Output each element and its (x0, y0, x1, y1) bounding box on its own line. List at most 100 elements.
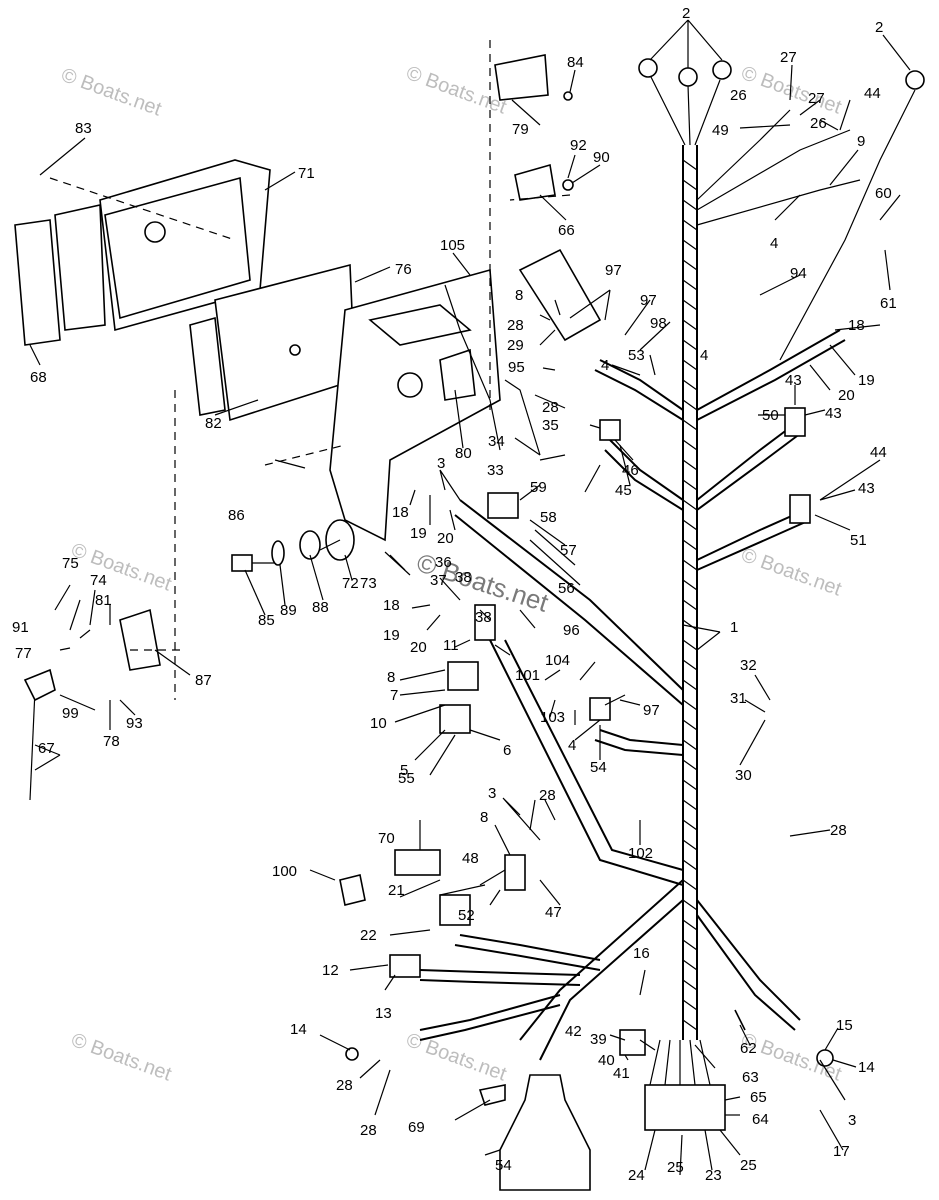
part-labels: 1 2 2 3 3 3 4 4 4 4 5 6 7 8 8 8 9 10 11 … (12, 5, 897, 1184)
part-label: 60 (875, 185, 892, 202)
part-label: 8 (480, 809, 488, 826)
part-label: 52 (458, 907, 475, 924)
part-label: 13 (375, 1005, 392, 1022)
switch-67 (514, 163, 574, 201)
part-label: 38 (455, 569, 472, 586)
part-label: 21 (388, 882, 405, 899)
part-label: 98 (650, 315, 667, 332)
part-label: 61 (880, 295, 897, 312)
part-label: 8 (387, 669, 395, 686)
part-label: 1 (730, 619, 738, 636)
part-label: 49 (712, 122, 729, 139)
part-label: 39 (590, 1031, 607, 1048)
part-label: 64 (752, 1111, 769, 1128)
part-label: 4 (770, 235, 778, 252)
part-label: 89 (280, 602, 297, 619)
watermark: © Boats.net (68, 539, 174, 596)
part-label: 80 (455, 445, 472, 462)
part-label: 99 (62, 705, 79, 722)
part-label: 78 (103, 733, 120, 750)
part-label: 79 (512, 121, 529, 138)
part-label: 84 (567, 54, 584, 71)
part-label: 30 (735, 767, 752, 784)
watermark: © Boats.net (68, 1029, 174, 1086)
misc-connectors (339, 407, 834, 1106)
relay-81 (494, 54, 573, 101)
part-label: 7 (390, 687, 398, 704)
part-label: 18 (392, 504, 409, 521)
part-label: 28 (542, 399, 559, 416)
part-label: 103 (540, 709, 565, 726)
part-label: 11 (443, 637, 459, 654)
part-label: 40 (598, 1052, 615, 1069)
dashed-guides (49, 40, 571, 700)
part-label: 62 (740, 1040, 757, 1057)
coil-98 (518, 248, 602, 342)
part-label: 76 (395, 261, 412, 278)
part-label: 4 (601, 357, 609, 374)
part-label: 54 (495, 1157, 512, 1174)
part-label: 94 (790, 265, 807, 282)
part-label: 24 (628, 1167, 645, 1184)
part-label: 44 (864, 85, 881, 102)
ecu-assembly (14, 159, 501, 542)
part-label: 97 (643, 702, 660, 719)
part-label: 100 (272, 863, 297, 880)
part-label: 82 (205, 415, 222, 432)
part-label: 44 (870, 444, 887, 461)
part-label: 25 (667, 1159, 684, 1176)
part-label: 71 (298, 165, 315, 182)
part-label: 4 (568, 737, 576, 754)
part-label: 37 (430, 572, 447, 589)
boot-55 (499, 1074, 591, 1191)
part-label: 69 (408, 1119, 425, 1136)
part-label: 3 (488, 785, 496, 802)
part-label: 102 (628, 845, 653, 862)
part-label: 90 (593, 149, 610, 166)
part-label: 19 (410, 525, 427, 542)
part-label: 72 (342, 575, 359, 592)
part-label: 91 (12, 619, 29, 636)
switch-89 (23, 608, 161, 801)
part-label: 6 (503, 742, 511, 759)
part-label: 55 (398, 770, 415, 787)
part-label: 28 (360, 1122, 377, 1139)
part-label: 93 (126, 715, 143, 732)
part-label: 92 (570, 137, 587, 154)
part-label: 47 (545, 904, 562, 921)
part-label: 59 (530, 479, 547, 496)
part-label: 26 (810, 115, 827, 132)
part-label: 48 (462, 850, 479, 867)
connector-block (644, 1039, 726, 1131)
part-label: 36 (435, 554, 452, 571)
part-label: 35 (542, 417, 559, 434)
part-label: 3 (848, 1112, 856, 1129)
part-label: 14 (290, 1021, 307, 1038)
part-label: 83 (75, 120, 92, 137)
watermark: © Boats.net (403, 1029, 509, 1086)
part-label: 2 (682, 5, 690, 22)
part-label: 19 (383, 627, 400, 644)
part-label: 20 (437, 530, 454, 547)
part-label: 56 (558, 580, 575, 597)
part-label: 81 (95, 592, 112, 609)
part-label: 4 (700, 347, 708, 364)
part-label: 31 (730, 690, 747, 707)
part-label: 12 (322, 962, 339, 979)
part-label: 45 (615, 482, 632, 499)
part-label: 41 (613, 1065, 630, 1082)
part-label: 96 (563, 622, 580, 639)
part-label: 86 (228, 507, 245, 524)
part-label: 14 (858, 1059, 875, 1076)
part-label: 38 (475, 609, 492, 626)
part-label: 87 (195, 672, 212, 689)
part-label: 33 (487, 462, 504, 479)
leader-lines (29, 19, 911, 1176)
part-label: 43 (825, 405, 842, 422)
part-label: 23 (705, 1167, 722, 1184)
part-label: 10 (370, 715, 387, 732)
part-label: 74 (90, 572, 107, 589)
part-label: 20 (410, 639, 427, 656)
part-label: 68 (30, 369, 47, 386)
